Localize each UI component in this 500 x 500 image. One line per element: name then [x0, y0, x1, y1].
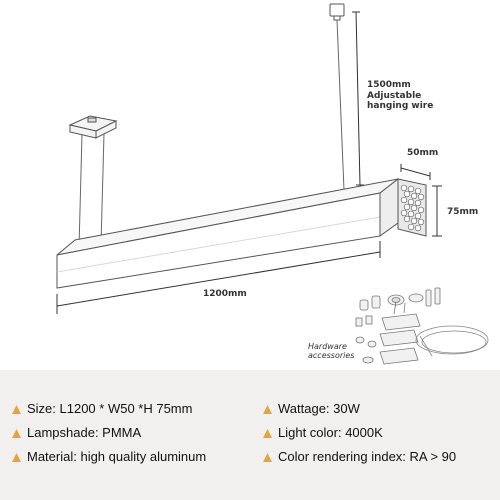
- spec-material: Material: high quality aluminum: [12, 449, 206, 465]
- light-body: [56, 177, 399, 289]
- wire-length-label: 1500mm: [367, 80, 411, 90]
- spec-text: Size: L1200 * W50 *H 75mm: [27, 401, 193, 416]
- spec-size: Size: L1200 * W50 *H 75mm: [12, 401, 192, 417]
- end-cap-honeycomb: [397, 178, 427, 237]
- spec-lampshade: Lampshade: PMMA: [12, 425, 141, 441]
- hardware-label-line1: Hardware: [308, 342, 347, 351]
- spec-text: Wattage: 30W: [278, 401, 360, 416]
- product-diagram: 1500mm Adjustable hanging wire 50mm 75mm…: [56, 3, 489, 365]
- power-cable: [78, 133, 83, 249]
- height-label: 75mm: [447, 207, 479, 217]
- wire-adjustable-label: Adjustable: [367, 91, 422, 101]
- wire-description-label: hanging wire: [367, 101, 434, 111]
- hardware-accessories: [355, 287, 489, 365]
- linear-light-drawing: [56, 3, 489, 365]
- triangle-bullet-icon: [12, 404, 21, 414]
- length-dimension-line: [56, 241, 381, 314]
- spec-text: Light color: 4000K: [278, 425, 383, 440]
- hardware-label-line2: accessories: [308, 351, 355, 360]
- width-label: 50mm: [407, 148, 439, 158]
- spec-text: Color rendering index: RA > 90: [278, 449, 457, 464]
- hanging-wire-left: [100, 133, 105, 245]
- spec-light-color: Light color: 4000K: [263, 425, 383, 441]
- spec-wattage: Wattage: 30W: [263, 401, 360, 417]
- height-dimension-line: [432, 185, 442, 237]
- triangle-bullet-icon: [263, 404, 272, 414]
- hanging-wire-right: [336, 19, 345, 191]
- wire-dimension-line: [352, 11, 364, 186]
- triangle-bullet-icon: [263, 452, 272, 462]
- triangle-bullet-icon: [263, 428, 272, 438]
- spec-cri: Color rendering index: RA > 90: [263, 449, 456, 465]
- triangle-bullet-icon: [12, 452, 21, 462]
- spec-panel: Size: L1200 * W50 *H 75mm Lampshade: PMM…: [0, 370, 500, 500]
- spec-text: Lampshade: PMMA: [27, 425, 142, 440]
- spec-text: Material: high quality aluminum: [27, 449, 207, 464]
- triangle-bullet-icon: [12, 428, 21, 438]
- length-label: 1200mm: [203, 289, 247, 299]
- ceiling-canopy-left: [68, 115, 118, 139]
- ceiling-canopy-right: [329, 3, 345, 21]
- width-dimension-line: [400, 164, 431, 180]
